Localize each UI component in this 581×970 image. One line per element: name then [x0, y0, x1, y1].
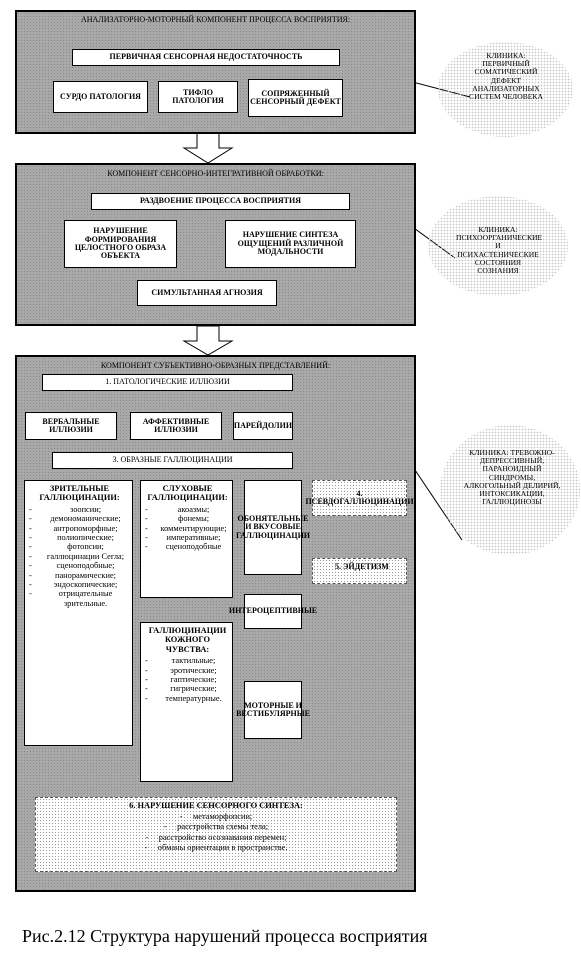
auditory-item: сценоподобные — [145, 542, 230, 552]
skin-item: температурные. — [145, 694, 230, 704]
block-arrow-2 — [182, 325, 234, 356]
auditory-item: комментирующие; — [145, 524, 230, 534]
synthesis-modality-box: НАРУШЕНИЕ СИНТЕЗА ОЩУЩЕНИЙ РАЗЛИЧНОЙ МОД… — [225, 220, 356, 268]
visual-title: ЗРИТЕЛЬНЫЕ ГАЛЛЮЦИНАЦИИ: — [39, 484, 120, 503]
tiflo-box: ТИФЛО ПАТОЛОГИЯ — [158, 81, 238, 113]
clinic1-cloud — [438, 42, 573, 137]
visual-hallucinations-box: ЗРИТЕЛЬНЫЕ ГАЛЛЮЦИНАЦИИ: зоопсии; демоно… — [24, 480, 133, 746]
section1-primary-box: ПЕРВИЧНАЯ СЕНСОРНАЯ НЕДОСТАТОЧНОСТЬ — [72, 49, 340, 66]
auditory-hallucinations-box: СЛУХОВЫЕ ГАЛЛЮЦИНАЦИИ: акоазмы; фонемы; … — [140, 480, 233, 598]
section2-primary-box: РАЗДВОЕНИЕ ПРОЦЕССА ВОСПРИЯТИЯ — [91, 193, 350, 210]
section2-header: КОМПОНЕНТ СЕНСОРНО-ИНТЕГРАТИВНОЙ ОБРАБОТ… — [107, 169, 324, 178]
synthesis-item: - расстройства схемы тела; — [163, 822, 269, 831]
visual-item: зоопсии; — [29, 505, 130, 515]
synthesis-item: - расстройство осознавания перемен; — [145, 832, 287, 842]
synthesis-item-text: расстройства схемы тела; — [177, 822, 269, 831]
illusions-header-box: 1. ПАТОЛОГИЧЕСКИЕ ИЛЛЮЗИИ — [42, 374, 293, 391]
clinic2-cloud — [428, 196, 568, 296]
skin-item: эротические; — [145, 666, 230, 676]
figure-caption: Рис.2.12 Структура нарушений процесса во… — [22, 926, 428, 946]
synthesis-title: 6. НАРУШЕНИЕ СЕНСОРНОГО СИНТЕЗА: — [129, 801, 303, 810]
synthesis-item-text: обманы ориентации в пространстве. — [157, 843, 288, 852]
section3-header: КОМПОНЕНТ СУБЪЕКТИВНО-ОБРАЗНЫХ ПРЕДСТАВЛ… — [100, 361, 331, 370]
visual-item: полиопические; — [29, 533, 130, 543]
conjugated-defect-box: СОПРЯЖЕННЫЙ СЕНСОРНЫЙ ДЕФЕКТ — [248, 79, 343, 117]
visual-item: антропоморфные; — [29, 524, 130, 534]
skin-item: гаптические; — [145, 675, 230, 685]
sensory-synthesis-box: 6. НАРУШЕНИЕ СЕНСОРНОГО СИНТЕЗА: - метам… — [35, 797, 397, 872]
synthesis-item: - метаморфопсии; — [179, 811, 253, 821]
skin-item: гигрические; — [145, 684, 230, 694]
clinic2-text: КЛИНИКА: ПСИХООРГАНИЧЕСКИЕ И ПСИХАСТЕНИЧ… — [456, 225, 543, 275]
halluc-header-box: 3. ОБРАЗНЫЕ ГАЛЛЮЦИНАЦИИ — [52, 452, 293, 469]
verbal-illusions-box: ВЕРБАЛЬНЫЕ ИЛЛЮЗИИ — [25, 412, 117, 440]
visual-item: отрицательные зрительные. — [29, 589, 130, 608]
clinic3-text: КЛИНИКА: ТРЕВОЖНО-ДЕПРЕССИВНЫЙ, ПАРАНОИД… — [463, 448, 561, 507]
smell-taste-box: ОБОНЯТЕЛЬНЫЕ И ВКУСОВЫЕ ГАЛЛЮЦИНАЦИИ — [236, 480, 310, 575]
visual-item: панорамические; — [29, 571, 130, 581]
clinic3-cloud — [440, 425, 580, 555]
motor-vestibular-box: МОТОРНЫЕ И ВЕСТИБУЛЯРНЫЕ — [236, 681, 310, 739]
auditory-item: фонемы; — [145, 514, 230, 524]
visual-item: демономанические; — [29, 514, 130, 524]
interoceptive-box: ИНТЕРОЦЕПТИВНЫЕ — [229, 594, 317, 629]
section1-panel — [15, 10, 416, 134]
visual-item: галлюцинации Сегла; — [29, 552, 130, 562]
pareidolia-box: ПАРЕЙДОЛИИ — [233, 412, 293, 440]
clinic1-text: КЛИНИКА: ПЕРВИЧНЫЙ СОМАТИЧЕСКИЙ ДЕФЕКТ А… — [469, 51, 543, 101]
skin-hallucinations-box: ГАЛЛЮЦИНАЦИИ КОЖНОГО ЧУВСТВА: тактильные… — [140, 622, 233, 782]
visual-item: фотопсии; — [29, 542, 130, 552]
affective-illusions-box: АФФЕКТИВНЫЕ ИЛЛЮЗИИ — [130, 412, 222, 440]
section1-header: АНАЛИЗАТОРНО-МОТОРНЫЙ КОМПОНЕНТ ПРОЦЕССА… — [80, 15, 351, 24]
visual-item: эндоскопические; — [29, 580, 130, 590]
skin-item: тактильные; — [145, 656, 230, 666]
synthesis-item: - обманы ориентации в пространстве. — [144, 843, 288, 852]
auditory-title: СЛУХОВЫЕ ГАЛЛЮЦИНАЦИИ: — [147, 484, 228, 503]
simultanagnosia-box: СИМУЛЬТАННАЯ АГНОЗИЯ — [137, 280, 277, 306]
synthesis-item-text: расстройство осознавания перемен; — [158, 832, 287, 842]
visual-item: сценоподобные; — [29, 561, 130, 571]
synthesis-item-text: метаморфопсии; — [192, 811, 253, 821]
eidetism-box: 5. ЭЙДЕТИЗМ — [312, 558, 407, 584]
auditory-item: императивные; — [145, 533, 230, 543]
surdo-box: СУРДО ПАТОЛОГИЯ — [53, 81, 148, 113]
holistic-image-box: НАРУШЕНИЕ ФОРМИРОВАНИЯ ЦЕЛОСТНОГО ОБРАЗА… — [64, 220, 177, 268]
block-arrow-1 — [182, 132, 234, 164]
pseudohallucinations-box: 4. ПСЕВДОГАЛЛЮЦИНАЦИИ — [305, 480, 414, 516]
auditory-item: акоазмы; — [145, 505, 230, 515]
skin-title: ГАЛЛЮЦИНАЦИИ КОЖНОГО ЧУВСТВА: — [148, 626, 227, 654]
